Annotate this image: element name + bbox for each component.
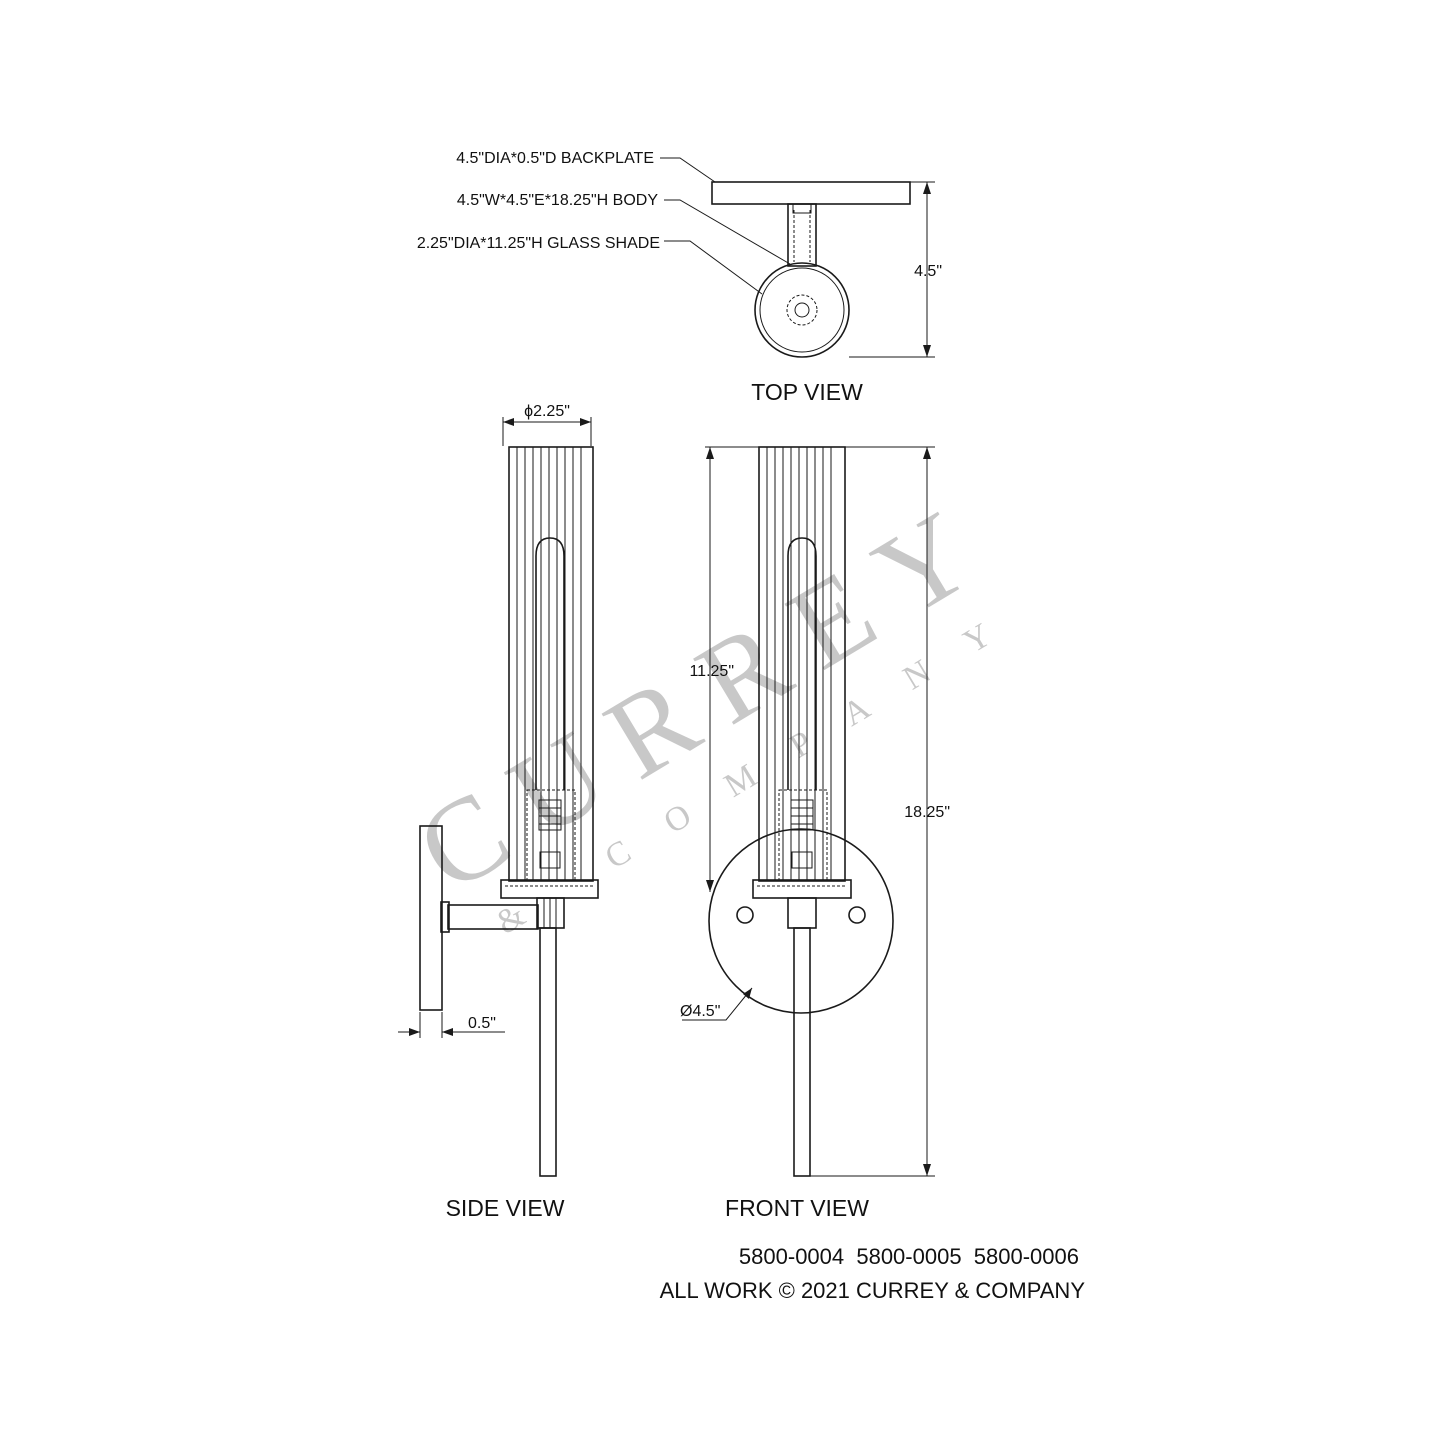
front-view-drawing [682, 446, 935, 1177]
dim-shade-height: 11.25" [689, 663, 734, 680]
dim-top-depth: 4.5" [914, 263, 942, 280]
dim-backplate-diameter: Ø4.5" [680, 1003, 720, 1020]
dim-overall-height: 18.25" [904, 804, 950, 821]
model-numbers: 5800-0004 5800-0005 5800-0006 [739, 1244, 1079, 1269]
watermark-logo: CURREY & COMPANY [396, 472, 1037, 942]
view-title-side: SIDE VIEW [446, 1195, 565, 1221]
view-title-top: TOP VIEW [751, 379, 863, 405]
watermark-main: CURREY [396, 472, 1018, 917]
callout-glass-shade: 2.25"DIA*11.25"H GLASS SHADE [417, 235, 660, 252]
top-view-drawing [660, 157, 935, 358]
view-title-front: FRONT VIEW [725, 1195, 869, 1221]
dim-shade-diameter: ϕ2.25" [524, 403, 570, 420]
dim-backplate-depth: 0.5" [468, 1015, 496, 1032]
callout-backplate: 4.5"DIA*0.5"D BACKPLATE [456, 150, 654, 167]
side-view-drawing [398, 417, 599, 1177]
callout-body: 4.5"W*4.5"E*18.25"H BODY [457, 192, 658, 209]
copyright-notice: ALL WORK © 2021 CURREY & COMPANY [660, 1278, 1086, 1303]
